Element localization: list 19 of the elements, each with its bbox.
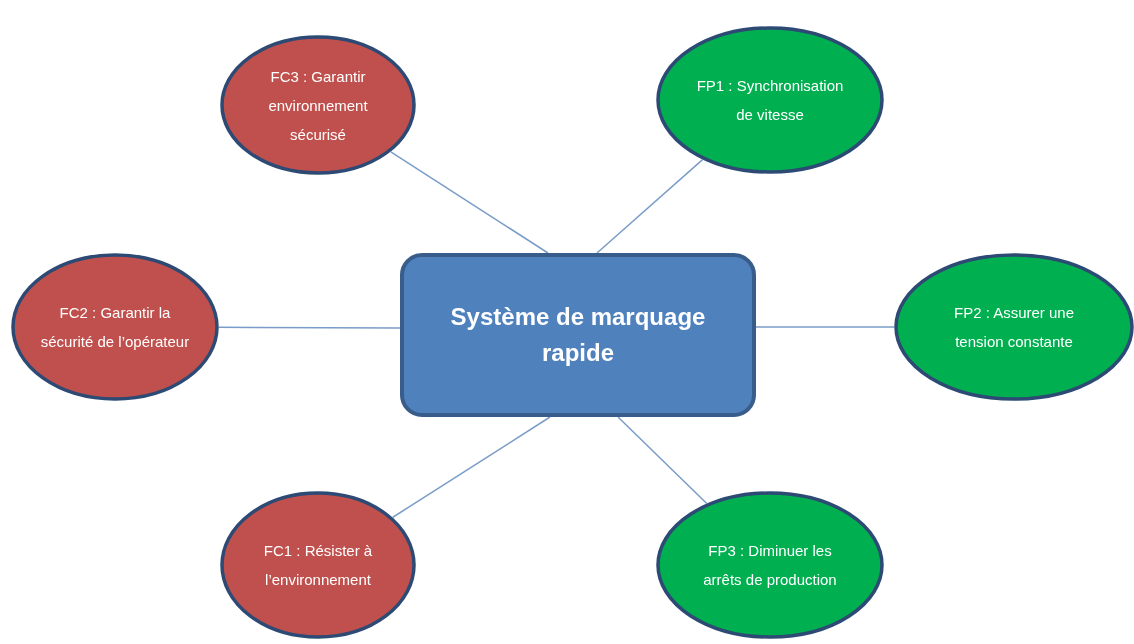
node-label: FP1 : Synchronisation de vitesse [695, 76, 845, 125]
connector-line [617, 416, 708, 505]
connector-line [755, 326, 895, 328]
function-ellipse [11, 253, 219, 401]
connector-line [390, 151, 549, 254]
function-ellipse [656, 491, 884, 639]
node-label: Système de marquage rapide [449, 302, 707, 368]
connector-line [596, 158, 704, 254]
node-label: FC2 : Garantir la sécurité de l’opérateur [40, 303, 190, 352]
node-label: FP2 : Assurer une tension constante [952, 303, 1076, 352]
function-ellipse [656, 26, 884, 174]
function-ellipse [220, 35, 416, 175]
node-label: FP3 : Diminuer les arrêts de production [702, 541, 838, 590]
node-label: FC3 : Garantir environnement sécurisé [267, 66, 369, 145]
system-box [400, 253, 756, 417]
function-ellipse [220, 491, 416, 639]
node-label: FC1 : Résister à l’environnement [262, 541, 374, 590]
connector-line [218, 326, 401, 329]
function-ellipse [894, 253, 1134, 401]
